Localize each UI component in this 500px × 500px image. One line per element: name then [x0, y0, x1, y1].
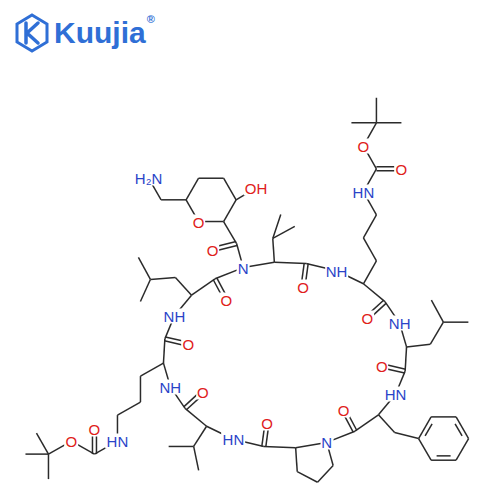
bond-line: [430, 322, 443, 344]
atom-label: O: [395, 161, 409, 176]
atom-label: O: [337, 403, 351, 418]
logo-hexagon: [17, 15, 47, 51]
bond-line: [455, 424, 462, 436]
bond-line: [194, 426, 207, 446]
bond-line: [140, 376, 142, 402]
bond-line: [138, 257, 150, 279]
bond-line: [224, 222, 237, 244]
bond-line: [363, 261, 376, 284]
bond-line: [186, 178, 199, 200]
bond-line: [351, 122, 376, 124]
bond-line: [273, 214, 281, 238]
atom-label: O: [219, 292, 233, 307]
bond-line: [395, 433, 419, 439]
bond-line: [169, 446, 194, 448]
bond-line: [376, 98, 378, 123]
bond-line: [443, 321, 468, 323]
bond-line: [363, 215, 376, 238]
atom-label: HN: [222, 432, 246, 447]
bond-line: [48, 454, 50, 479]
logo-icon: [17, 15, 47, 51]
bond-line: [437, 455, 451, 457]
atom-label: O: [260, 415, 274, 430]
bond-line: [175, 277, 191, 295]
bond-line: [363, 284, 385, 302]
atom-label: O: [181, 337, 195, 352]
atom-label: O: [357, 138, 371, 153]
atom-label: NH: [163, 308, 187, 323]
bond-line: [296, 448, 298, 472]
bond-line: [456, 417, 469, 439]
bond-line: [161, 199, 186, 201]
bond-line: [25, 453, 48, 455]
bond-line: [378, 415, 394, 433]
bond-line: [274, 262, 306, 263]
atom-label: HN: [352, 184, 376, 199]
atom-label: O: [375, 358, 389, 373]
bond-line: [456, 439, 469, 461]
atom-label: NH: [159, 379, 183, 394]
bond-line: [194, 446, 199, 470]
bond-line: [419, 417, 432, 439]
bond-line: [185, 408, 207, 426]
bond-line: [419, 439, 432, 461]
atom-label: HN: [384, 387, 408, 402]
bond-lines: [25, 98, 468, 483]
atom-label: O: [88, 422, 102, 437]
atom-label: NH: [325, 263, 349, 278]
watermark-logo: Kuujia: [54, 18, 146, 48]
bond-line: [192, 279, 215, 295]
bond-line: [297, 472, 317, 483]
bond-line: [405, 347, 406, 371]
bond-line: [363, 238, 376, 261]
atom-label: O: [206, 242, 220, 257]
bond-line: [431, 416, 456, 418]
bond-line: [224, 200, 237, 222]
bond-line: [431, 300, 443, 322]
atom-label: OH: [244, 180, 269, 195]
bond-line: [407, 344, 431, 347]
atom-label: HN: [106, 434, 130, 449]
registered-mark: ®: [147, 14, 155, 25]
atom-label: N: [320, 435, 333, 450]
bond-line: [224, 178, 237, 200]
bond-line: [376, 122, 401, 124]
bond-line: [199, 177, 224, 179]
logo-glyph: [26, 23, 38, 43]
bond-line: [36, 433, 48, 454]
atom-label: H₂N: [134, 171, 164, 186]
bond-line: [140, 279, 150, 301]
atom-label: O: [192, 214, 206, 229]
bond-line: [431, 459, 456, 461]
atom-label: O: [65, 434, 79, 449]
bond-line: [264, 447, 296, 448]
atom-label: O: [296, 280, 310, 295]
bond-line: [163, 339, 164, 363]
bond-line: [117, 402, 140, 415]
bond-line: [140, 363, 163, 376]
atom-label: O: [360, 310, 374, 325]
bond-line: [425, 424, 432, 436]
atom-label: NH: [388, 316, 412, 331]
bond-line: [273, 238, 275, 262]
bond-line: [355, 415, 378, 431]
atom-label: N: [237, 260, 250, 275]
bond-line: [150, 277, 175, 279]
atom-label: O: [196, 385, 210, 400]
bond-line: [318, 466, 334, 483]
